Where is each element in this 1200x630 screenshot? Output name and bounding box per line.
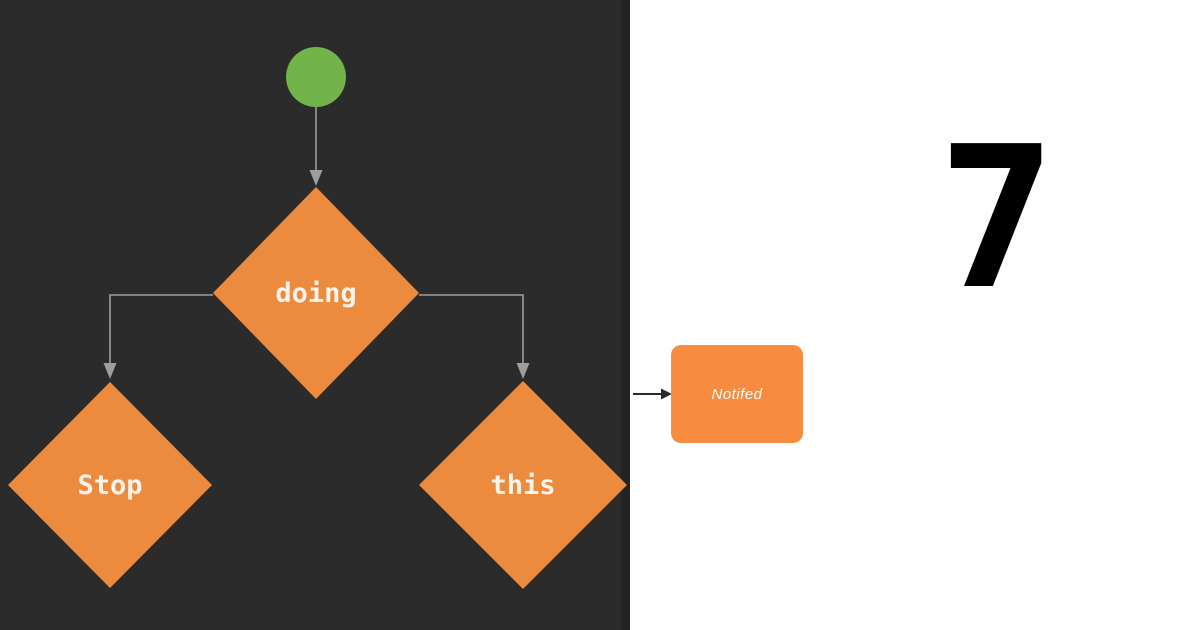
right-panel: 7 Notifed	[630, 0, 1200, 630]
decision-node-diamond	[213, 187, 419, 399]
start-node-circle	[286, 47, 346, 107]
connector-decision-to-this	[419, 294, 524, 364]
panel-edge-strip	[621, 0, 630, 630]
stop-node-diamond	[8, 382, 212, 588]
connector-decision-to-stop	[109, 294, 213, 364]
notified-node-box: Notifed	[671, 345, 803, 443]
arrowhead-down-icon	[309, 170, 323, 186]
arrowhead-down-icon	[103, 363, 117, 379]
this-node-diamond	[419, 381, 627, 589]
decision-node-label: doing	[275, 278, 356, 309]
arrow-right-icon	[633, 388, 672, 400]
notified-node-label: Notifed	[711, 385, 763, 403]
flowchart-panel: doing Stop this	[0, 0, 630, 630]
this-node-label: this	[490, 470, 555, 501]
big-number: 7	[937, 105, 1056, 333]
arrowhead-down-icon	[516, 363, 530, 379]
stop-node-label: Stop	[77, 470, 142, 501]
